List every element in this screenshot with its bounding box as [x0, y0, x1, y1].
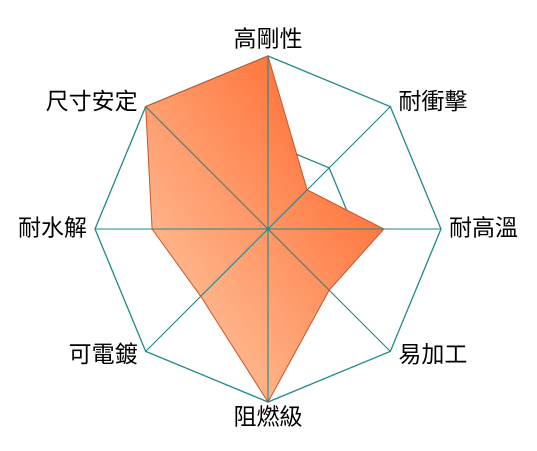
- data-point-3: [383, 228, 385, 230]
- axis-label-1: 高剛性: [234, 27, 303, 53]
- data-point-6: [199, 295, 202, 298]
- data-point-5: [267, 401, 269, 403]
- axis-label-5: 阻燃級: [234, 405, 303, 431]
- data-point-8: [144, 105, 147, 108]
- data-point-1: [267, 55, 269, 57]
- axis-spoke-6: [145, 228, 269, 352]
- axis-label-2: 耐衝擊: [398, 89, 467, 115]
- data-point-4: [328, 289, 330, 291]
- axis-label-4: 易加工: [398, 342, 467, 368]
- data-point-7: [151, 228, 153, 230]
- axis-label-7: 耐水解: [18, 216, 87, 242]
- radar-data-layer: [95, 55, 441, 403]
- axis-label-3: 耐高溫: [449, 216, 518, 242]
- axis-spoke-2: [267, 106, 391, 230]
- axis-label-8: 尺寸安定: [46, 89, 138, 115]
- axis-spoke-8: [145, 106, 269, 230]
- axis-label-6: 可電鍍: [69, 342, 138, 368]
- data-point-2: [306, 189, 308, 191]
